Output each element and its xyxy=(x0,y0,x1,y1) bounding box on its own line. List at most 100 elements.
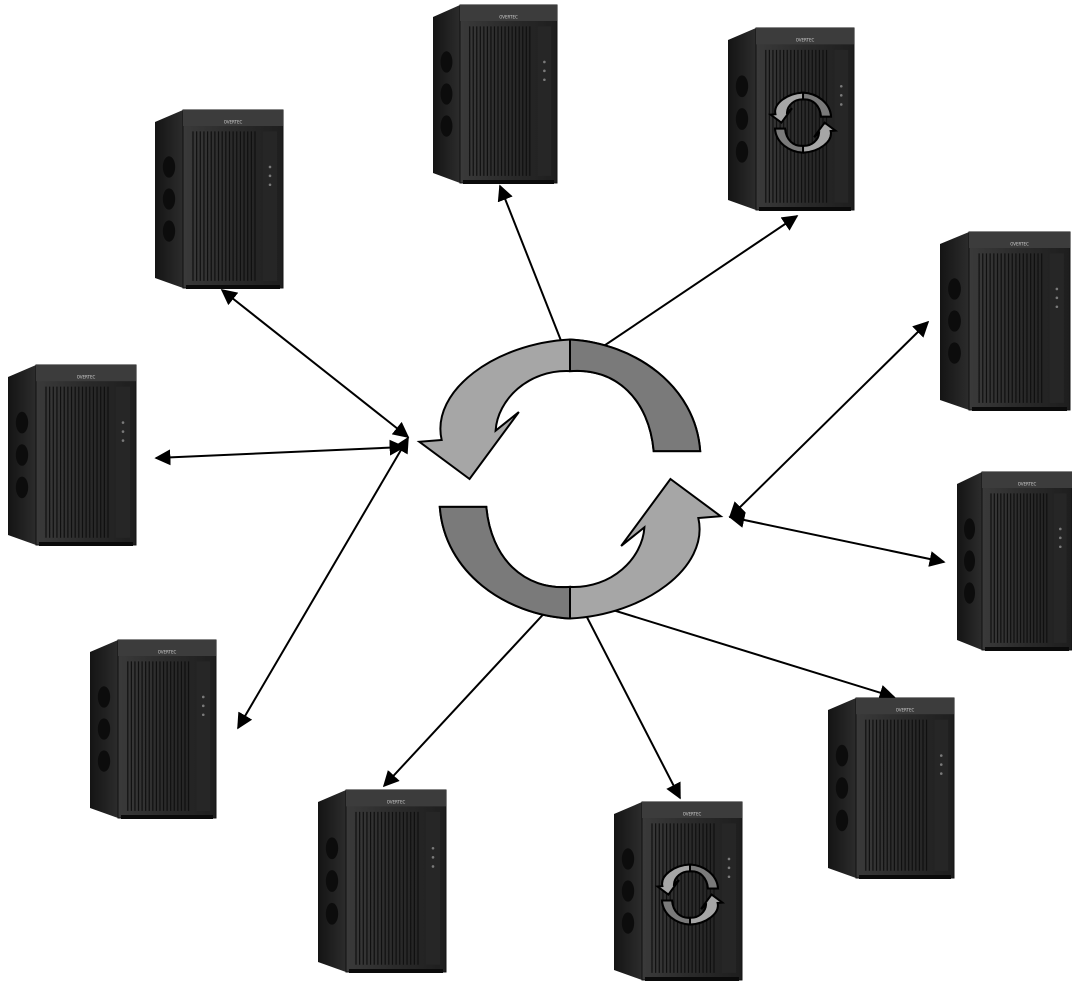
server-bottom-center-left-brand-label: OVERTEC xyxy=(387,800,406,805)
server-top-center-led xyxy=(543,78,546,81)
server-right-middle-side-vent xyxy=(964,518,975,539)
hub-sync-cycle-icon-bottom-shade xyxy=(440,507,570,619)
server-left-side-vent xyxy=(16,412,28,434)
server-top-right-led xyxy=(840,94,843,97)
server-bottom-left-side-vent xyxy=(98,750,110,771)
server-bottom-center-right-side-vent xyxy=(622,912,634,933)
server-top-center-side-vent xyxy=(441,51,453,72)
server-top-left-led xyxy=(269,183,272,186)
server-right-middle-control-strip xyxy=(1054,493,1067,643)
server-left-brand-label: OVERTEC xyxy=(77,375,96,380)
server-top-right-side-vent xyxy=(736,108,748,130)
server-top-left-base xyxy=(186,285,280,289)
connection-arrow-server-left xyxy=(156,447,404,458)
servers-layer: OVERTEC OVERTEC OVERTEC OVERTEC OVERTEC OVERT… xyxy=(8,5,1072,981)
server-bottom-center-right-side-vent xyxy=(622,848,634,869)
server-top-left-side-vent xyxy=(163,220,175,241)
server-right-upper-control-strip xyxy=(1050,253,1064,403)
connection-arrow-server-right-middle xyxy=(730,517,944,562)
server-bottom-left: OVERTEC xyxy=(90,640,216,819)
server-right-middle-led xyxy=(1059,537,1062,540)
server-left: OVERTEC xyxy=(8,365,136,546)
server-right-middle-side-vent xyxy=(964,582,975,603)
server-bottom-center-left: OVERTEC xyxy=(318,790,446,973)
server-bottom-right-brand-label: OVERTEC xyxy=(896,708,915,713)
server-right-upper-brand-label: OVERTEC xyxy=(1010,241,1029,246)
server-bottom-center-right-led xyxy=(728,867,731,870)
server-bottom-right-led xyxy=(940,754,943,757)
connection-arrow-server-bottom-left xyxy=(238,438,408,728)
server-top-left-led xyxy=(269,175,272,178)
server-right-middle: OVERTEC xyxy=(957,472,1072,651)
server-top-right-control-strip xyxy=(834,50,848,203)
server-bottom-left-led xyxy=(202,713,205,716)
server-top-center-base xyxy=(463,180,554,184)
server-bottom-center-right-led xyxy=(728,875,731,878)
server-left-led xyxy=(122,421,125,424)
server-top-right-led xyxy=(840,103,843,106)
connection-arrow-server-bottom-right xyxy=(574,598,894,697)
server-bottom-center-right-side-vent xyxy=(622,880,634,901)
server-top-right-base xyxy=(759,207,851,211)
server-bottom-left-led xyxy=(202,696,205,699)
server-right-upper-side-vent xyxy=(948,342,961,363)
server-bottom-left-base xyxy=(121,815,213,819)
server-bottom-left-brand-label: OVERTEC xyxy=(158,649,177,654)
server-top-right-brand-label: OVERTEC xyxy=(796,38,815,43)
server-top-center-side-vent xyxy=(441,115,453,136)
server-bottom-center-right: OVERTEC xyxy=(614,802,742,981)
connection-arrow-server-top-right xyxy=(574,216,797,366)
server-bottom-center-left-control-strip xyxy=(426,812,440,965)
server-bottom-right-led xyxy=(940,763,943,766)
hub-layer xyxy=(419,340,720,619)
server-bottom-center-left-led xyxy=(432,856,435,859)
server-bottom-right-side-vent xyxy=(836,745,848,767)
server-right-middle-side-vent xyxy=(964,550,975,571)
server-right-upper: OVERTEC xyxy=(940,232,1070,411)
server-top-right: OVERTEC xyxy=(728,28,854,211)
server-bottom-right-base xyxy=(859,875,951,879)
server-top-center: OVERTEC xyxy=(433,5,557,184)
server-top-left-side-vent xyxy=(163,188,175,209)
server-bottom-center-left-led xyxy=(432,847,435,850)
server-left-led xyxy=(122,430,125,433)
server-bottom-center-right-base xyxy=(645,977,739,981)
server-right-upper-led xyxy=(1056,305,1059,308)
hub-sync-cycle-icon xyxy=(419,340,720,619)
server-top-left-control-strip xyxy=(263,131,277,281)
server-right-upper-led xyxy=(1056,288,1059,291)
server-left-base xyxy=(39,542,133,546)
server-right-upper-base xyxy=(972,407,1067,411)
server-top-center-led xyxy=(543,61,546,64)
server-right-upper-side-vent xyxy=(948,278,961,299)
server-bottom-right-led xyxy=(940,772,943,775)
server-bottom-left-control-strip xyxy=(196,661,210,811)
server-top-left-led xyxy=(269,166,272,169)
server-bottom-center-left-side-vent xyxy=(326,837,338,859)
server-top-left: OVERTEC xyxy=(155,110,283,289)
server-bottom-center-right-control-strip xyxy=(722,823,736,973)
server-top-center-side-vent xyxy=(441,83,453,104)
server-bottom-left-side-vent xyxy=(98,718,110,739)
server-left-control-strip xyxy=(116,387,130,538)
server-bottom-left-side-vent xyxy=(98,686,110,707)
server-bottom-right-side-vent xyxy=(836,777,848,799)
server-top-left-side-vent xyxy=(163,156,175,177)
server-right-middle-brand-label: OVERTEC xyxy=(1018,481,1037,486)
server-bottom-center-left-side-vent xyxy=(326,903,338,925)
server-bottom-left-led xyxy=(202,705,205,708)
server-bottom-right-side-vent xyxy=(836,810,848,832)
server-top-left-brand-label: OVERTEC xyxy=(224,119,243,124)
hub-sync-cycle-icon-top-shade xyxy=(570,340,700,452)
connection-arrow-server-top-center xyxy=(500,186,571,366)
connection-arrow-server-bottom-center-right xyxy=(574,592,680,798)
server-right-middle-base xyxy=(985,647,1069,651)
server-top-center-led xyxy=(543,70,546,73)
server-bottom-right-control-strip xyxy=(934,720,948,871)
connection-arrow-server-right-upper xyxy=(730,322,928,517)
server-right-upper-led xyxy=(1056,297,1059,300)
server-bottom-center-left-led xyxy=(432,865,435,868)
server-top-right-side-vent xyxy=(736,75,748,97)
